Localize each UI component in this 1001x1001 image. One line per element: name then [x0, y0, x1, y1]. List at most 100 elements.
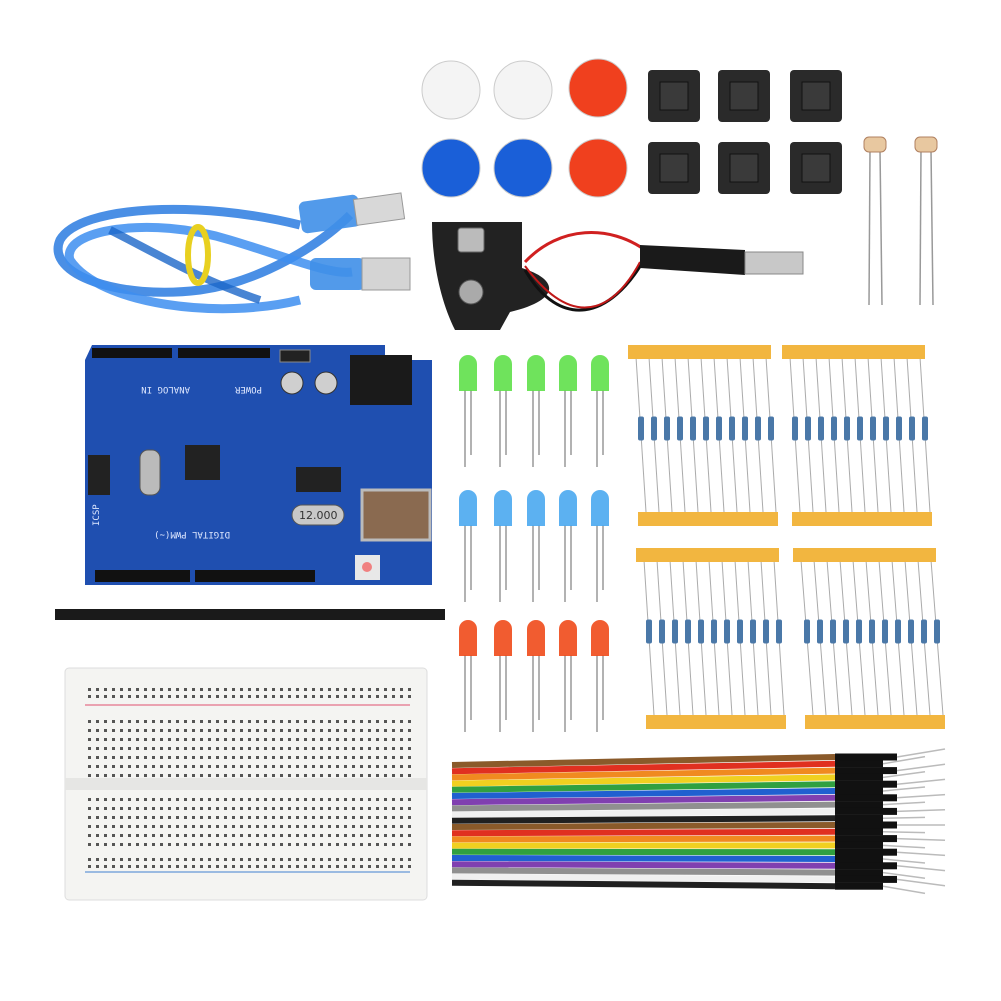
breadboard-hole: [112, 858, 115, 861]
breadboard-hole: [176, 720, 179, 723]
breadboard-hole: [96, 843, 99, 846]
breadboard-hole: [184, 816, 187, 819]
breadboard-hole: [256, 834, 259, 837]
breadboard-hole: [160, 720, 163, 723]
breadboard-hole: [88, 807, 91, 810]
breadboard-hole: [200, 798, 203, 801]
jumper-pin: [882, 771, 926, 779]
resistor: [755, 416, 761, 441]
breadboard-hole: [336, 834, 339, 837]
resistor: [651, 416, 657, 441]
breadboard-hole: [240, 807, 243, 810]
breadboard-hole: [160, 695, 163, 698]
breadboard-hole: [224, 747, 227, 750]
breadboard-hole: [304, 807, 307, 810]
breadboard-hole: [184, 695, 187, 698]
capacitor: [280, 371, 304, 395]
breadboard-hole: [200, 688, 203, 691]
breadboard-hole: [208, 816, 211, 819]
breadboard-hole: [376, 695, 379, 698]
breadboard-hole: [296, 729, 299, 732]
breadboard-hole: [224, 738, 227, 741]
breadboard-hole: [328, 825, 331, 828]
breadboard-hole: [208, 729, 211, 732]
breadboard-hole: [288, 774, 291, 777]
breadboard-hole: [384, 807, 387, 810]
breadboard-hole: [104, 688, 107, 691]
breadboard-hole: [160, 825, 163, 828]
breadboard-hole: [224, 720, 227, 723]
breadboard-hole: [216, 720, 219, 723]
breadboard-hole: [312, 865, 315, 868]
breadboard-hole: [200, 858, 203, 861]
breadboard-hole: [360, 765, 363, 768]
jumper-wire: [451, 774, 836, 787]
breadboard-hole: [152, 825, 155, 828]
resistor-tape: [792, 512, 932, 526]
breadboard-hole: [208, 720, 211, 723]
breadboard-hole: [264, 756, 267, 759]
arduino-uno-board: 12.000 ANALOG IN POWER DIGITAL PWM(~) IC…: [85, 345, 432, 585]
breadboard-hole: [232, 688, 235, 691]
breadboard-hole: [184, 774, 187, 777]
breadboard-hole: [352, 865, 355, 868]
breadboard-hole: [344, 807, 347, 810]
breadboard-hole: [232, 695, 235, 698]
breadboard-hole: [216, 798, 219, 801]
breadboard-hole: [96, 688, 99, 691]
breadboard-hole: [288, 747, 291, 750]
breadboard-hole: [400, 858, 403, 861]
breadboard-hole: [344, 816, 347, 819]
breadboard-hole: [144, 688, 147, 691]
breadboard-hole: [328, 843, 331, 846]
breadboard-hole: [328, 747, 331, 750]
breadboard-hole: [240, 756, 243, 759]
led: [527, 490, 545, 526]
jumper-connector: [835, 801, 883, 809]
breadboard-hole: [96, 807, 99, 810]
breadboard-hole: [304, 774, 307, 777]
breadboard-hole: [376, 798, 379, 801]
breadboard-hole: [136, 729, 139, 732]
breadboard-hole: [216, 688, 219, 691]
breadboard-hole: [280, 747, 283, 750]
breadboard-hole: [272, 816, 275, 819]
breadboard-hole: [280, 825, 283, 828]
breadboard-hole: [328, 695, 331, 698]
breadboard-hole: [224, 798, 227, 801]
usb-b-connector-housing: [310, 258, 365, 290]
breadboard-hole: [272, 729, 275, 732]
breadboard-hole: [96, 720, 99, 723]
resistor: [896, 416, 902, 441]
resistor: [737, 619, 743, 644]
switch-actuator: [659, 81, 689, 111]
breadboard-hole: [320, 807, 323, 810]
crystal-label: 12.000: [299, 509, 338, 522]
breadboard-hole: [400, 756, 403, 759]
breadboard-hole: [240, 688, 243, 691]
breadboard-hole: [160, 729, 163, 732]
breadboard-hole: [224, 843, 227, 846]
switch-actuator: [801, 153, 831, 183]
breadboard-hole: [264, 865, 267, 868]
breadboard-hole: [256, 720, 259, 723]
breadboard-hole: [296, 816, 299, 819]
breadboard-hole: [408, 747, 411, 750]
breadboard-hole: [224, 765, 227, 768]
breadboard-hole: [264, 747, 267, 750]
breadboard-hole: [216, 747, 219, 750]
breadboard-hole: [392, 747, 395, 750]
breadboard-hole: [144, 834, 147, 837]
breadboard-hole: [176, 756, 179, 759]
breadboard-hole: [192, 729, 195, 732]
breadboard-hole: [248, 695, 251, 698]
breadboard-hole: [392, 688, 395, 691]
breadboard-hole: [384, 756, 387, 759]
breadboard-hole: [128, 695, 131, 698]
breadboard-hole: [384, 729, 387, 732]
jumper-pin: [896, 809, 946, 813]
breadboard-hole: [248, 774, 251, 777]
breadboard-hole: [200, 747, 203, 750]
resistor: [690, 416, 696, 441]
breadboard-hole: [408, 695, 411, 698]
